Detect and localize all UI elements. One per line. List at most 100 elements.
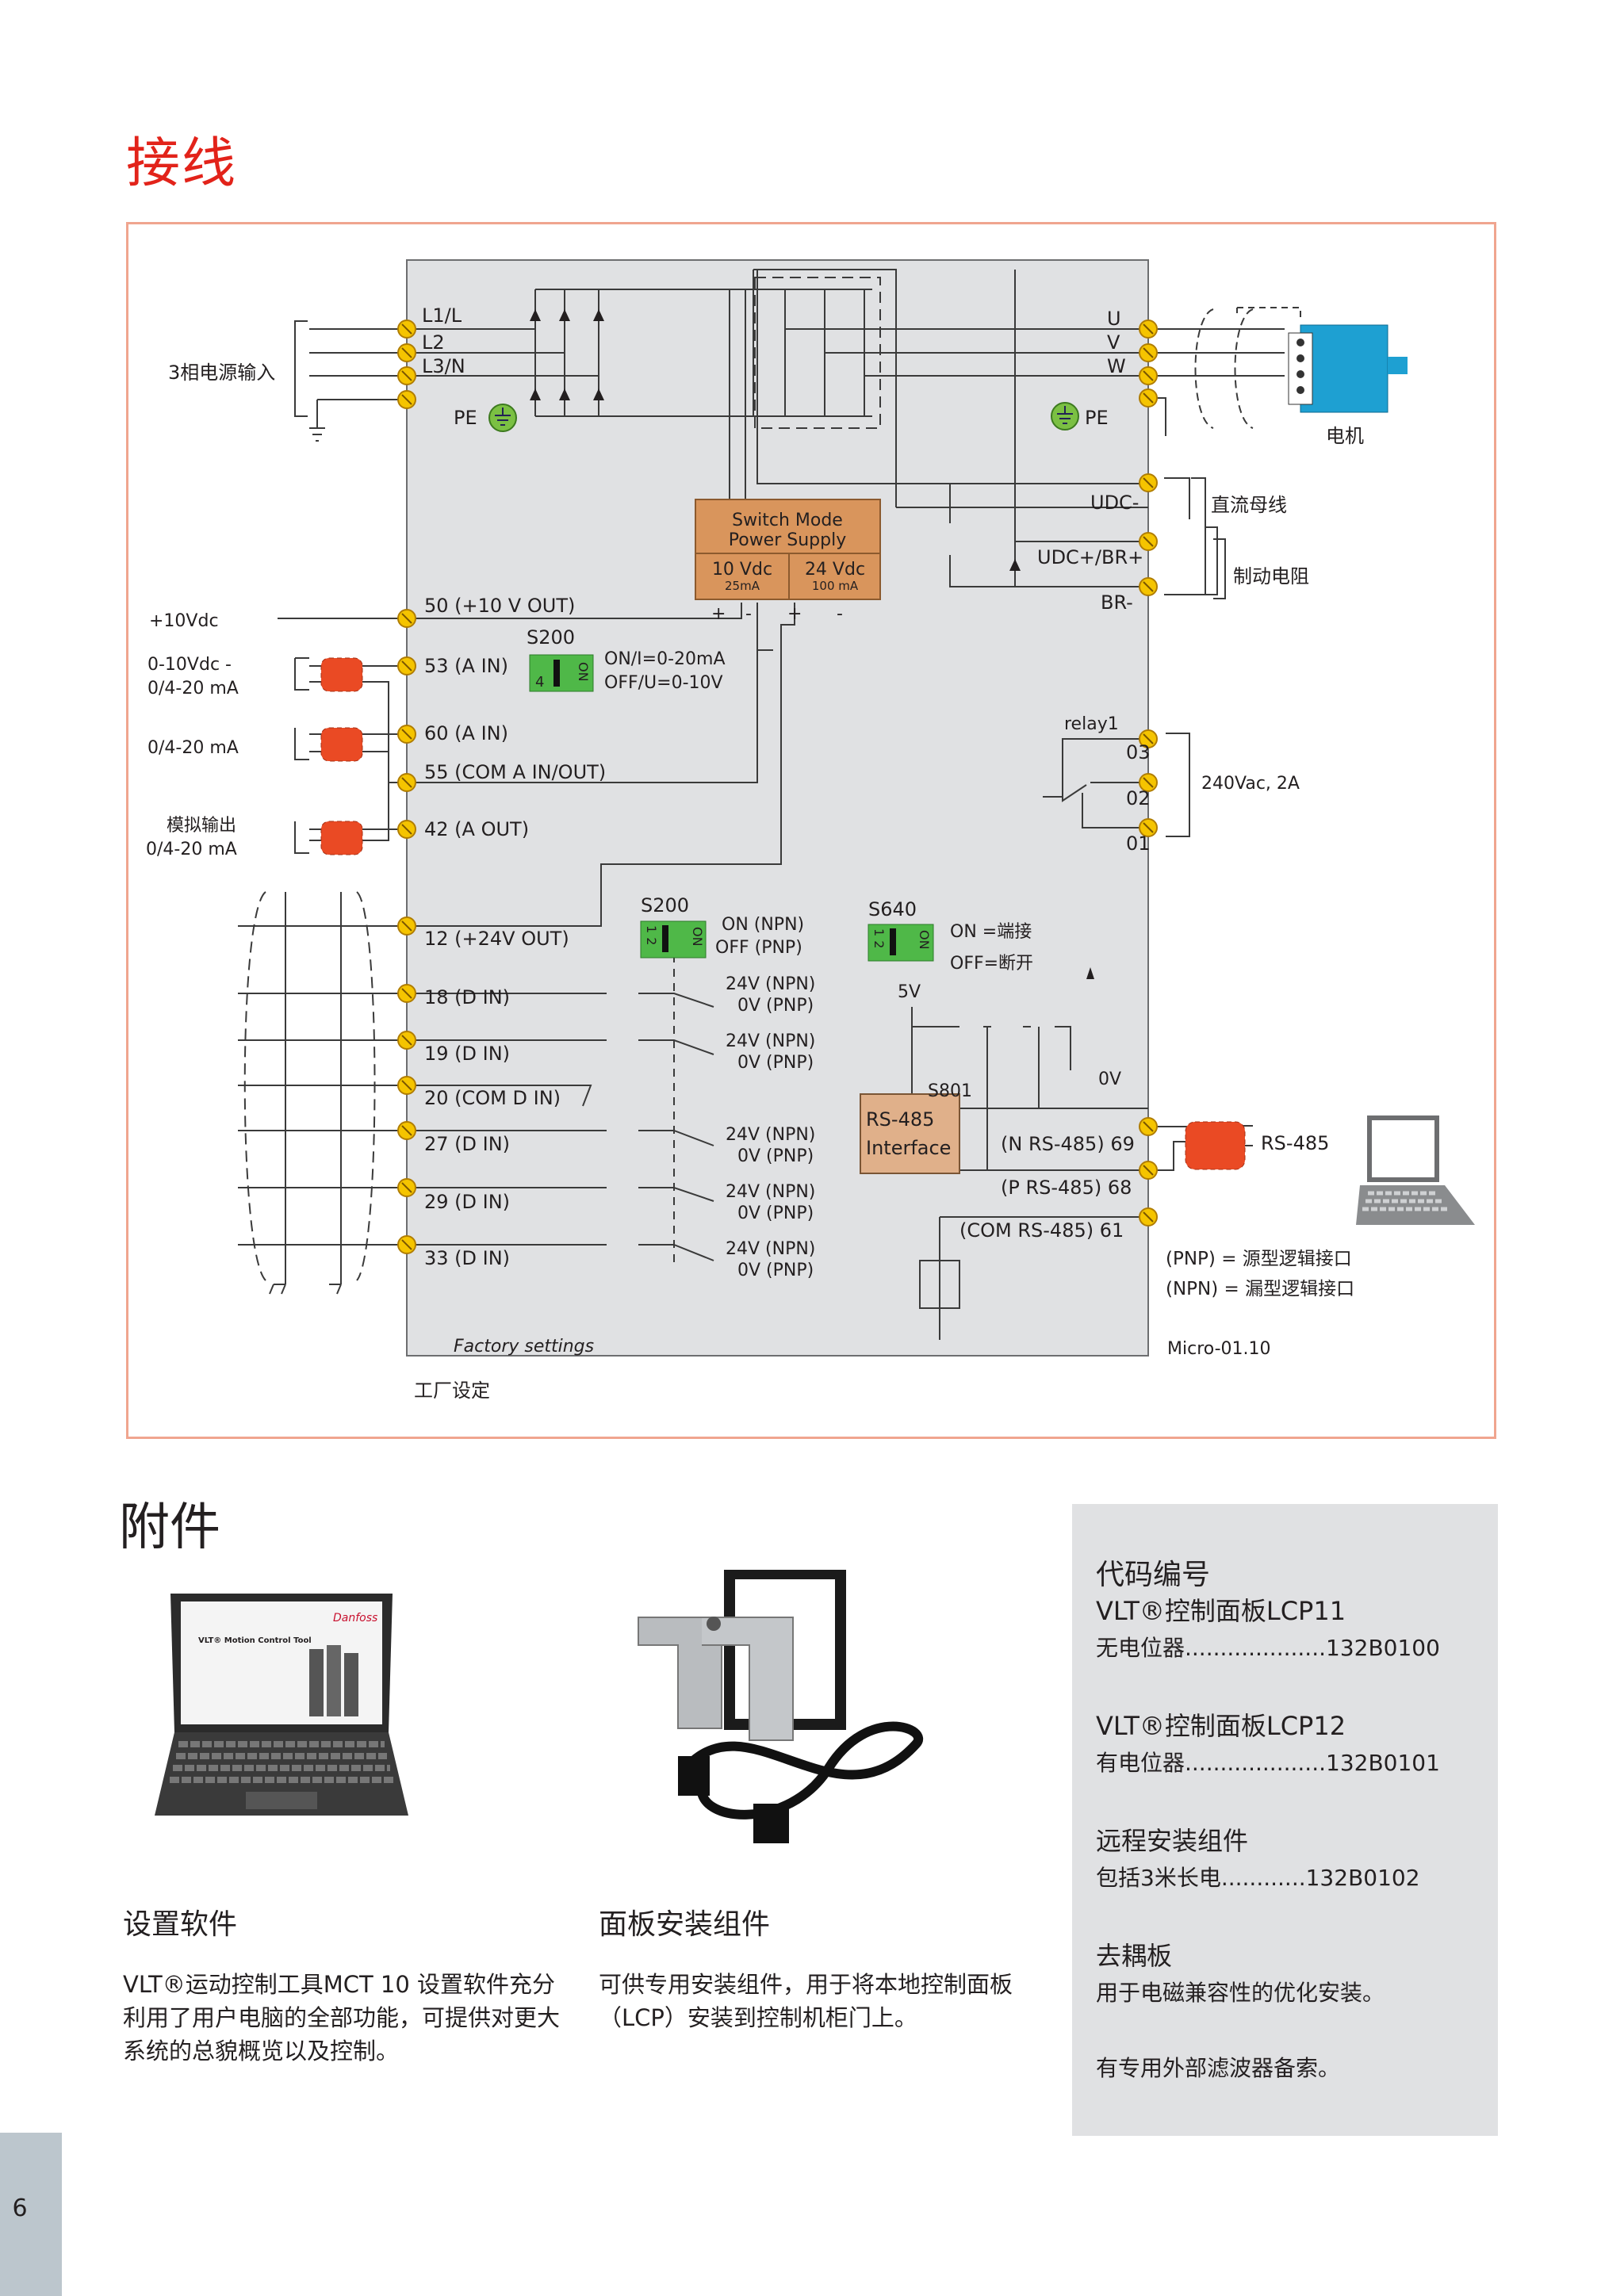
label-br-minus: BR-: [1101, 591, 1133, 614]
page-number: 6: [12, 2195, 28, 2222]
terminal-42-label: 42 (A OUT): [424, 818, 529, 840]
software-title: 设置软件: [123, 1908, 238, 1941]
label-l1: L1/L: [422, 304, 462, 327]
relay-02: 02: [1126, 787, 1151, 809]
remote-kit-code: 包括3米长电............132B0102: [1096, 1865, 1420, 1891]
cable-icon: [1185, 1121, 1246, 1170]
terminal-slot: [401, 824, 412, 835]
terminal-slot: [1143, 477, 1154, 488]
npn-note: (NPN) = 漏型逻辑接口: [1166, 1279, 1354, 1299]
relay-01: 01: [1126, 832, 1151, 855]
terminal-slot: [1143, 733, 1154, 744]
filter-text: 有专用外部滤波器备索。: [1096, 2055, 1341, 2081]
software-text: VLT®运动控制工具MCT 10 设置软件充分利用了用户电脑的全部功能，可提供对…: [123, 1971, 561, 2064]
terminal-18-label: 18 (D IN): [424, 986, 510, 1008]
switch-on-label: ON: [690, 927, 705, 947]
cable-icon: [320, 657, 363, 692]
danfoss-logo: Danfoss: [333, 1612, 377, 1624]
terminal-slot: [1143, 347, 1154, 358]
terminal-slot: [401, 1125, 412, 1136]
s640-switch[interactable]: 1 2 ON: [868, 924, 934, 962]
label-udc-minus: UDC-: [1090, 492, 1139, 514]
lcp11-code: 无电位器....................132B0100: [1096, 1635, 1440, 1661]
terminal-slot: [401, 988, 412, 999]
smps-minus-1: -: [745, 604, 752, 624]
lcp11-title: VLT®控制面板LCP11: [1096, 1596, 1346, 1626]
terminal-slot: [1143, 581, 1154, 592]
switch-number: 1 2: [644, 925, 659, 945]
decoupling-title: 去耦板: [1096, 1941, 1173, 1971]
terminal-slot: [401, 370, 412, 381]
s200-b-off: OFF (PNP): [715, 938, 802, 958]
relay-03: 03: [1126, 741, 1151, 763]
terminal-slot: [401, 394, 412, 405]
ext-0-10vdc: 0-10Vdc -: [147, 655, 232, 675]
mounting-kit-image: [630, 1568, 963, 1863]
page-number-tab: [0, 2133, 62, 2296]
terminal-12-label: 12 (+24V OUT): [424, 928, 569, 950]
ext-0-4-20-b: 0/4-20 mA: [147, 738, 239, 758]
wiring-diagram: Switch Mode Power Supply 10 Vdc 25mA 24 …: [146, 259, 1475, 1402]
lcp12-title: VLT®控制面板LCP12: [1096, 1711, 1346, 1741]
terminal-20-label: 20 (COM D IN): [424, 1087, 561, 1109]
laptop-icon: [1356, 1115, 1475, 1225]
s801-label: S801: [928, 1081, 972, 1101]
terminal-slot: [1143, 822, 1154, 833]
motor-label: 电机: [1326, 425, 1364, 447]
s640-off: OFF=断开: [950, 954, 1033, 974]
rs485-if-line1: RS-485: [866, 1108, 934, 1131]
mounting-title: 面板安装组件: [599, 1908, 771, 1941]
d19-24v: 24V (NPN): [726, 1031, 815, 1051]
terminal-slot: [1143, 777, 1154, 788]
drive-body: [406, 259, 1149, 1357]
terminal-slot: [401, 613, 412, 624]
terminal-slot: [401, 920, 412, 932]
terminal-slot: [401, 1035, 412, 1046]
smps-line1: Switch Mode: [732, 511, 843, 530]
switch-on-label: ON: [917, 930, 932, 950]
factory-settings: Factory settings: [454, 1337, 594, 1357]
terminal-slot: [401, 1080, 412, 1091]
smps-10v: 10 Vdc: [712, 560, 772, 580]
terminal-slot: [1143, 323, 1154, 335]
label-l3: L3/N: [422, 355, 465, 377]
d33-0v: 0V (PNP): [737, 1261, 814, 1280]
s200-switch-b[interactable]: 1 2 ON: [640, 920, 707, 959]
rectifier-diodes: [530, 309, 1021, 571]
doc-code: Micro-01.10: [1167, 1339, 1271, 1359]
terminal-29-label: 29 (D IN): [424, 1191, 510, 1213]
shielded-cables: [320, 657, 1246, 1170]
screen-title: VLT® Motion Control Tool: [198, 1636, 312, 1645]
terminal-27-label: 27 (D IN): [424, 1133, 510, 1155]
terminal-33-label: 33 (D IN): [424, 1247, 510, 1269]
label-pe-left: PE: [454, 407, 477, 429]
terminal-50-label: 50 (+10 V OUT): [424, 595, 575, 617]
d29-0v: 0V (PNP): [737, 1203, 814, 1223]
brake-diode: [1009, 559, 1021, 571]
smps-minus-2: -: [837, 604, 843, 624]
smps-plus-2: +: [787, 604, 802, 624]
terminal-slot: [401, 660, 412, 672]
terminal-slot: [1143, 1165, 1154, 1176]
terminal-53-label: 53 (A IN): [424, 655, 508, 677]
terminal-slot: [401, 347, 412, 358]
label-v: V: [1107, 331, 1120, 354]
relay-label: relay1: [1064, 714, 1119, 734]
terminal-55-label: 55 (COM A IN/OUT): [424, 761, 606, 783]
ext-10vdc: +10Vdc: [149, 611, 219, 631]
pe-ground-icons: [488, 402, 1079, 432]
s200-switch-a[interactable]: 4 ON: [529, 654, 594, 692]
s640-on: ON =端接: [950, 922, 1032, 942]
s200-b-on: ON (NPN): [722, 915, 804, 935]
terminal-slot: [401, 1182, 412, 1193]
s200-a-label: S200: [527, 626, 575, 649]
s200-a-on: ON/I=0-20mA: [604, 649, 726, 669]
ordering-codes-panel: 代码编号 VLT®控制面板LCP11 无电位器.................…: [1072, 1504, 1498, 2136]
smps-24v-current: 100 mA: [812, 579, 859, 593]
software-laptop-image: VLT® Motion Control Tool Danfoss: [151, 1590, 412, 1843]
terminal-slot: [401, 1239, 412, 1250]
terminal-slot: [401, 777, 412, 788]
mounting-text: 可供专用安装组件，用于将本地控制面板（LCP）安装到控制机柜门上。: [599, 1971, 1013, 2031]
wires: [238, 269, 1301, 1340]
label-udc-plus: UDC+/BR+: [1037, 546, 1143, 568]
